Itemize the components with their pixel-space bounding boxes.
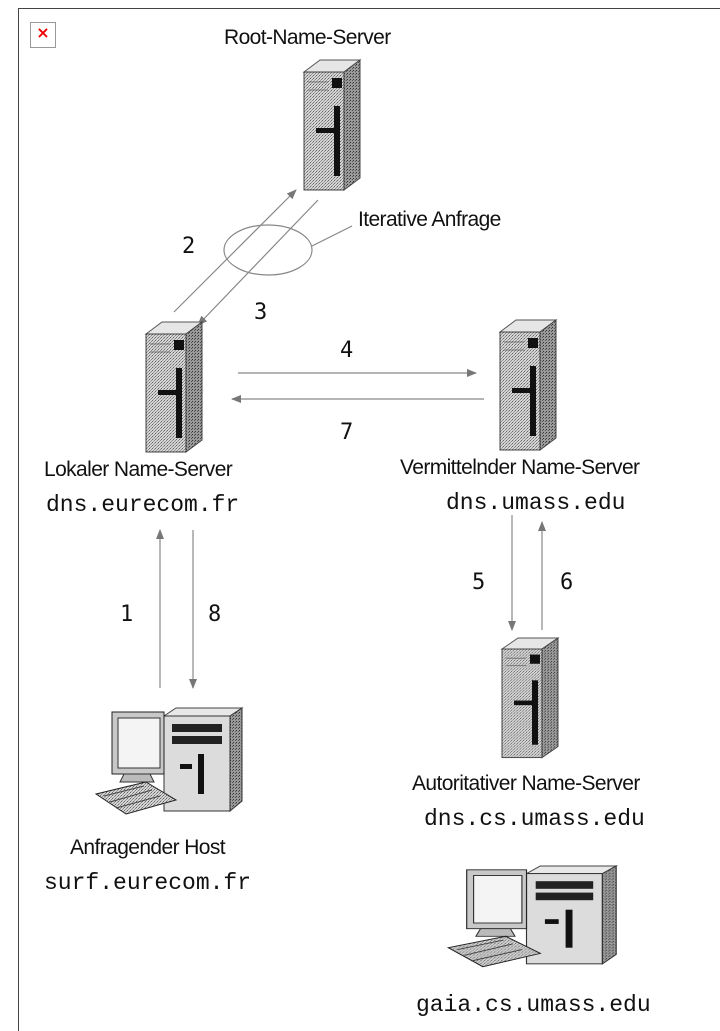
local-server-icon xyxy=(145,321,203,453)
step-7-label: 7 xyxy=(340,420,354,445)
root-server-label: Root-Name-Server xyxy=(224,26,391,49)
step-5-label: 5 xyxy=(472,570,486,595)
step-6-label: 6 xyxy=(560,570,574,595)
intermediate-server-host: dns.umass.edu xyxy=(446,490,626,516)
step-2-label: 2 xyxy=(182,234,196,259)
intermediate-server-name: Vermittelnder Name-Server xyxy=(400,456,640,479)
step-4-label: 4 xyxy=(340,338,354,363)
local-server-host: dns.eurecom.fr xyxy=(46,492,240,518)
target-host-address: gaia.cs.umass.edu xyxy=(416,992,651,1018)
step-8-label: 8 xyxy=(208,602,222,627)
intermediate-server-icon xyxy=(499,319,557,451)
requesting-host-address: surf.eurecom.fr xyxy=(44,870,252,896)
target-host-computer-icon xyxy=(447,865,617,968)
broken-image-icon: × xyxy=(30,22,56,48)
authoritative-server-name: Autoritativer Name-Server xyxy=(412,772,640,795)
authoritative-server-host: dns.cs.umass.edu xyxy=(424,806,645,832)
iterative-query-label: Iterative Anfrage xyxy=(358,208,501,231)
diagram-frame xyxy=(18,8,720,1031)
requesting-host-name: Anfragender Host xyxy=(70,836,226,859)
root-server-icon xyxy=(303,59,361,191)
step-3-label: 3 xyxy=(254,300,268,325)
broken-image-glyph: × xyxy=(36,23,50,42)
authoritative-server-icon xyxy=(501,637,559,759)
local-server-name: Lokaler Name-Server xyxy=(44,458,233,481)
step-1-label: 1 xyxy=(120,602,134,627)
requesting-host-computer-icon xyxy=(95,707,243,815)
